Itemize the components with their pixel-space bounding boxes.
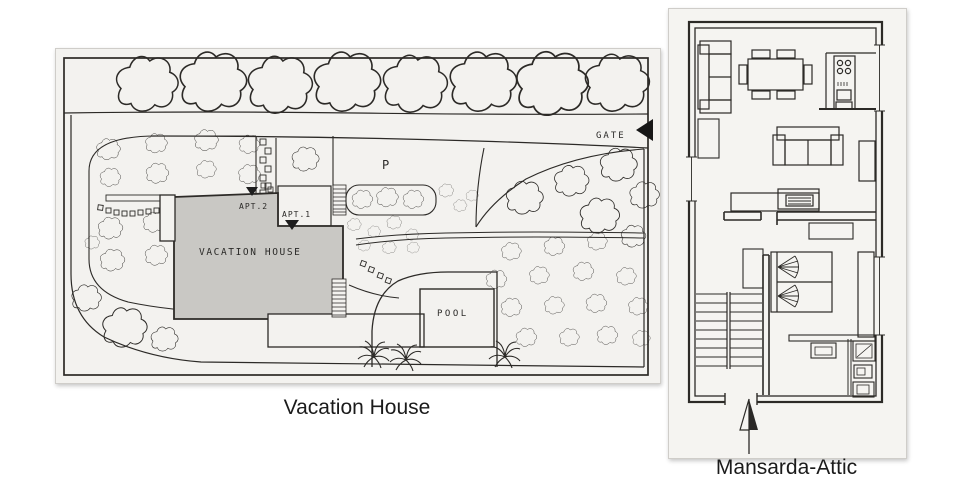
house-wing bbox=[159, 194, 176, 242]
attic-plan-caption: Mansarda-Attic bbox=[715, 456, 858, 479]
north-arrow-icon bbox=[739, 398, 758, 454]
steps-hatch-parking bbox=[332, 184, 347, 216]
terrace bbox=[267, 313, 425, 348]
sofa-left bbox=[697, 40, 732, 114]
parking-label: P bbox=[382, 158, 389, 172]
walking-path bbox=[348, 231, 645, 299]
attic-plan-svg bbox=[686, 20, 885, 454]
gate-arrow-icon bbox=[636, 119, 653, 141]
apt1-label: APT.1 bbox=[282, 210, 311, 219]
apt2-marker: APT.2 bbox=[239, 182, 274, 211]
side-shelf bbox=[858, 140, 876, 182]
parking-bed bbox=[345, 184, 437, 216]
steps-hatch-house bbox=[331, 278, 347, 318]
bench-and-stones bbox=[97, 194, 162, 217]
site-plan-svg: GATE bbox=[63, 50, 660, 376]
pillow-icon bbox=[777, 255, 799, 308]
dining-table bbox=[738, 49, 813, 100]
site-plan-caption: Vacation House bbox=[283, 396, 431, 419]
bathroom-fixtures bbox=[847, 339, 876, 398]
garden-bed-left bbox=[88, 135, 257, 313]
vacation-house-label: VACATION HOUSE bbox=[199, 247, 301, 258]
desk bbox=[788, 334, 876, 359]
apt2-label: APT.2 bbox=[239, 202, 268, 211]
sofa-middle bbox=[772, 126, 844, 166]
bush-grid-right bbox=[485, 232, 651, 347]
wardrobe bbox=[857, 251, 875, 338]
cabinet-left bbox=[697, 118, 720, 159]
tree-bed-upper-right bbox=[475, 147, 660, 248]
site-plan-image: GATE bbox=[55, 48, 661, 384]
apt1-marker: APT.1 bbox=[282, 210, 311, 230]
toilet bbox=[852, 381, 875, 398]
pool-shape bbox=[419, 288, 495, 348]
site-border bbox=[63, 57, 649, 376]
tree-cluster-bottom-left bbox=[71, 235, 179, 352]
vacation-house-shape bbox=[173, 192, 344, 320]
stove-burner-icon bbox=[836, 59, 844, 67]
stone-path-apt2 bbox=[259, 138, 272, 197]
bedside-table bbox=[742, 248, 764, 289]
road bbox=[63, 111, 649, 149]
tree-row-icon bbox=[115, 50, 651, 117]
pool-label: POOL bbox=[437, 309, 469, 319]
gate-label: GATE bbox=[596, 131, 626, 141]
attic-plan-image bbox=[668, 8, 907, 459]
window-marks bbox=[686, 44, 885, 336]
sink bbox=[853, 364, 873, 379]
entry-door bbox=[724, 393, 758, 405]
pool-area: POOL bbox=[371, 271, 498, 367]
kitchen-unit bbox=[819, 52, 876, 110]
stone-path-pool bbox=[359, 259, 393, 285]
tv-icon bbox=[785, 194, 814, 207]
shower bbox=[852, 340, 876, 362]
stair-wall bbox=[762, 254, 770, 395]
staircase bbox=[696, 292, 762, 369]
tv-console bbox=[730, 188, 820, 212]
double-bed bbox=[770, 251, 833, 313]
divider-wall bbox=[723, 211, 876, 225]
dresser bbox=[808, 222, 854, 240]
